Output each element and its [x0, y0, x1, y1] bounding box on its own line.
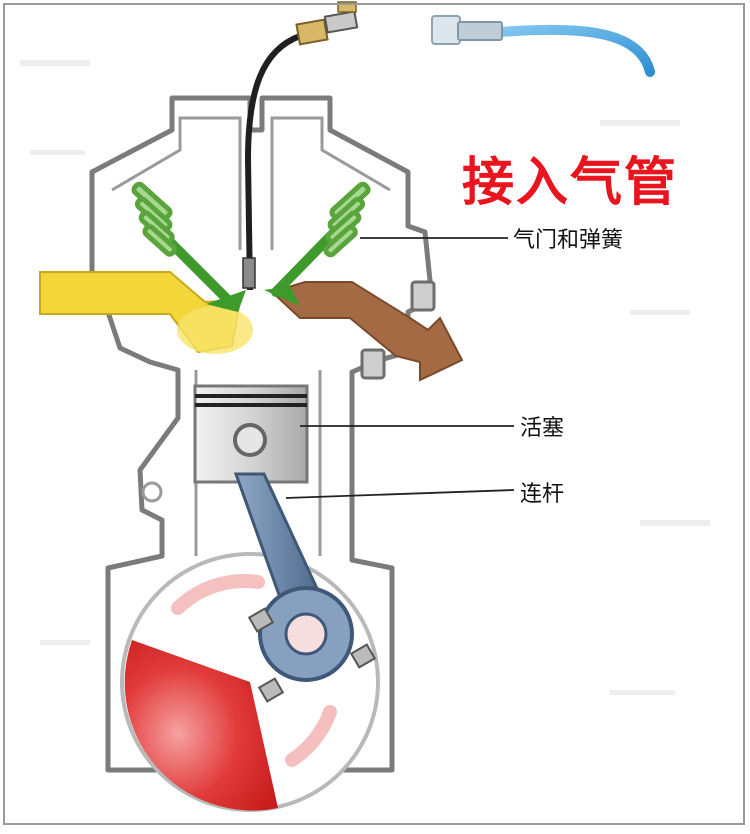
- label-valve-and-spring: 气门和弹簧: [513, 228, 624, 253]
- rotation-arrows: [171, 574, 337, 767]
- headline-connect-air-hose: 接入气管: [462, 153, 679, 213]
- hose-fitting: [295, 1, 359, 46]
- air-tube-blue: [431, 15, 655, 77]
- connecting-rod: [233, 472, 377, 703]
- exhaust-valve: [264, 181, 371, 306]
- piston: [193, 384, 309, 484]
- label-piston: 活塞: [520, 416, 565, 441]
- head-bolts: [360, 280, 436, 380]
- crank-sweep: [124, 640, 278, 811]
- label-connecting-rod: 连杆: [520, 482, 565, 507]
- intake-valve: [131, 181, 246, 312]
- engine-inner-lines: [111, 116, 391, 556]
- exhaust-flow: [270, 281, 464, 382]
- air-hose-black: [242, 1, 359, 291]
- leader-lines: [285, 237, 515, 499]
- leader-line-rod: [285, 489, 515, 499]
